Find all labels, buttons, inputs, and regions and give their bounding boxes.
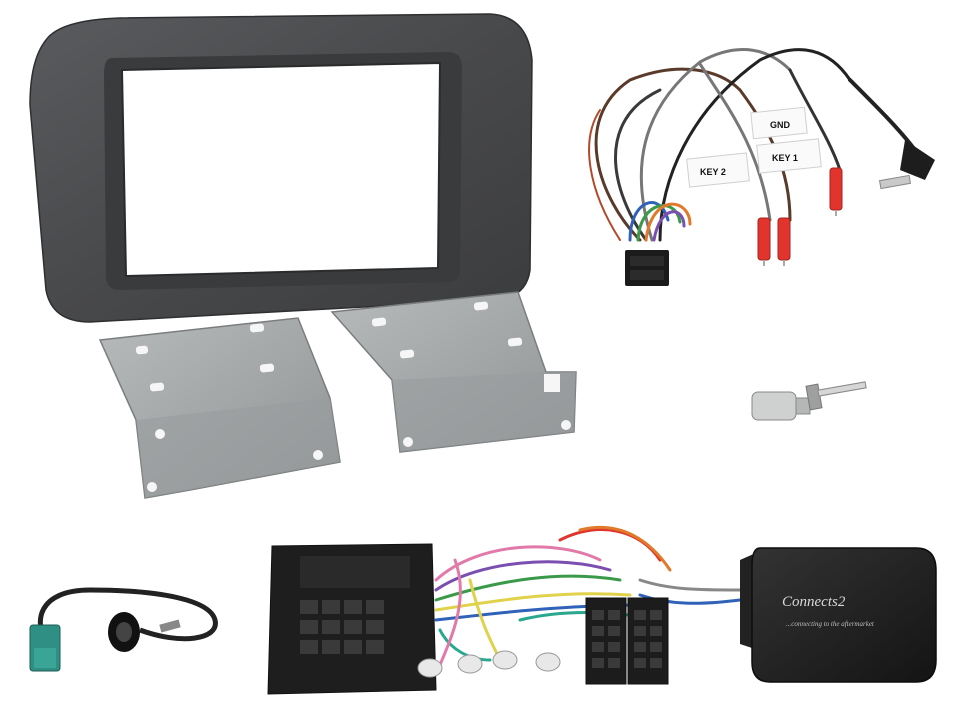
brand-tagline-text: ...connecting to the aftermarket	[786, 620, 875, 628]
brand-logo-text: Connects2	[782, 594, 846, 610]
fascia-panel	[29, 13, 533, 323]
patch-lead-connector	[625, 250, 669, 286]
crimp-terminals	[417, 650, 561, 678]
wire-label-key1: KEY 1	[756, 138, 822, 174]
fakra-antenna-lead	[29, 587, 218, 672]
mounting-bracket-right	[330, 291, 577, 453]
label-key1-text: KEY 1	[772, 153, 798, 163]
quadlock-connector	[267, 543, 437, 695]
jack-plug	[878, 140, 935, 190]
fascia-opening	[120, 61, 442, 278]
antenna-adapter	[751, 381, 867, 421]
red-bullet-connectors	[757, 167, 843, 266]
wire-label-gnd: GND	[750, 106, 808, 140]
label-gnd-text: GND	[770, 120, 791, 130]
label-key2-text: KEY 2	[700, 167, 726, 177]
iso-connectors	[585, 597, 669, 685]
interface-box: Connects2 ...connecting to the aftermark…	[740, 547, 937, 683]
patch-lead	[588, 48, 917, 242]
mounting-bracket-left	[98, 317, 341, 499]
wire-label-key2: KEY 2	[686, 152, 750, 188]
